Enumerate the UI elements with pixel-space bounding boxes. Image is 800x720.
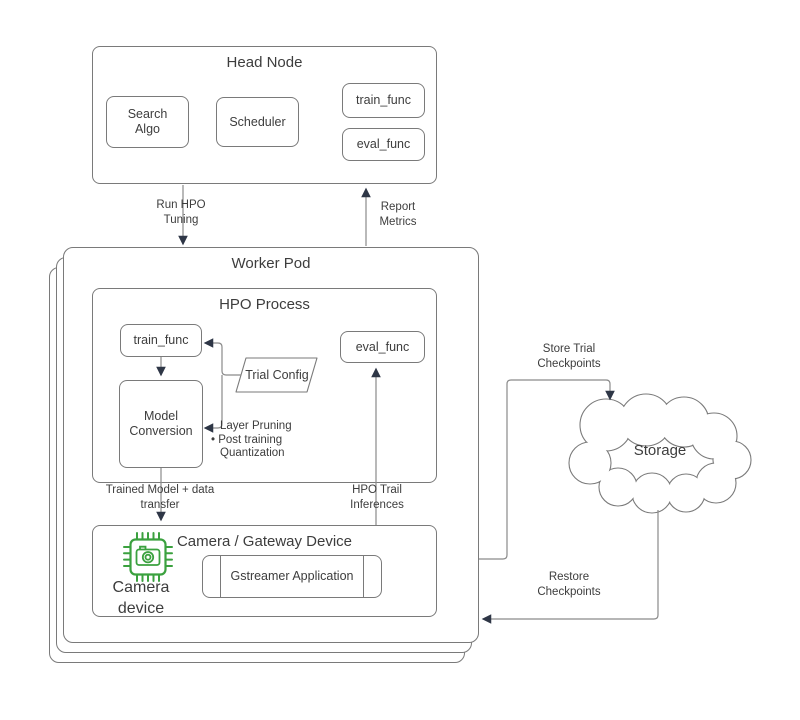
head-eval-func-box: eval_func (342, 128, 425, 161)
model-conversion-box: Model Conversion (119, 380, 203, 468)
model-conversion-notes: Layer Pruning • Post training Quantizati… (211, 420, 321, 461)
scheduler-box: Scheduler (216, 97, 299, 147)
head-node-title: Head Node (226, 54, 303, 71)
camera-device-label: Camera device (112, 579, 170, 617)
hpo-train-func-box: train_func (120, 324, 202, 357)
edge-store-trial-checkpoints (479, 379, 615, 560)
edge-restore-checkpoints (481, 510, 659, 624)
search-algo-box: Search Algo (106, 96, 189, 148)
store-trial-checkpoints-label: Store Trial Checkpoints (537, 343, 601, 370)
camera-gateway-title: Camera / Gateway Device (176, 533, 353, 550)
trial-config-label: Trial Config (245, 368, 309, 382)
hpo-trail-inferences-label: HPO Trail Inferences (350, 484, 404, 511)
report-metrics-label: Report Metrics (379, 201, 417, 228)
restore-checkpoints-label: Restore Checkpoints (537, 571, 601, 598)
worker-pod-title: Worker Pod (231, 255, 311, 272)
gstreamer-application-box: Gstreamer Application (202, 555, 382, 598)
hpo-eval-func-box: eval_func (340, 331, 425, 363)
camera-chip-icon (123, 532, 173, 582)
head-train-func-box: train_func (342, 83, 425, 118)
trained-model-transfer-label: Trained Model + data transfer (105, 484, 215, 511)
note-layer-pruning: Layer Pruning (220, 420, 292, 432)
note-post-training: • Post training (211, 433, 283, 446)
storage-label: Storage (633, 442, 687, 459)
hpo-process-title: HPO Process (219, 296, 310, 313)
run-hpo-tuning-label: Run HPO Tuning (156, 199, 206, 226)
note-quantization: Quantization (220, 447, 285, 459)
